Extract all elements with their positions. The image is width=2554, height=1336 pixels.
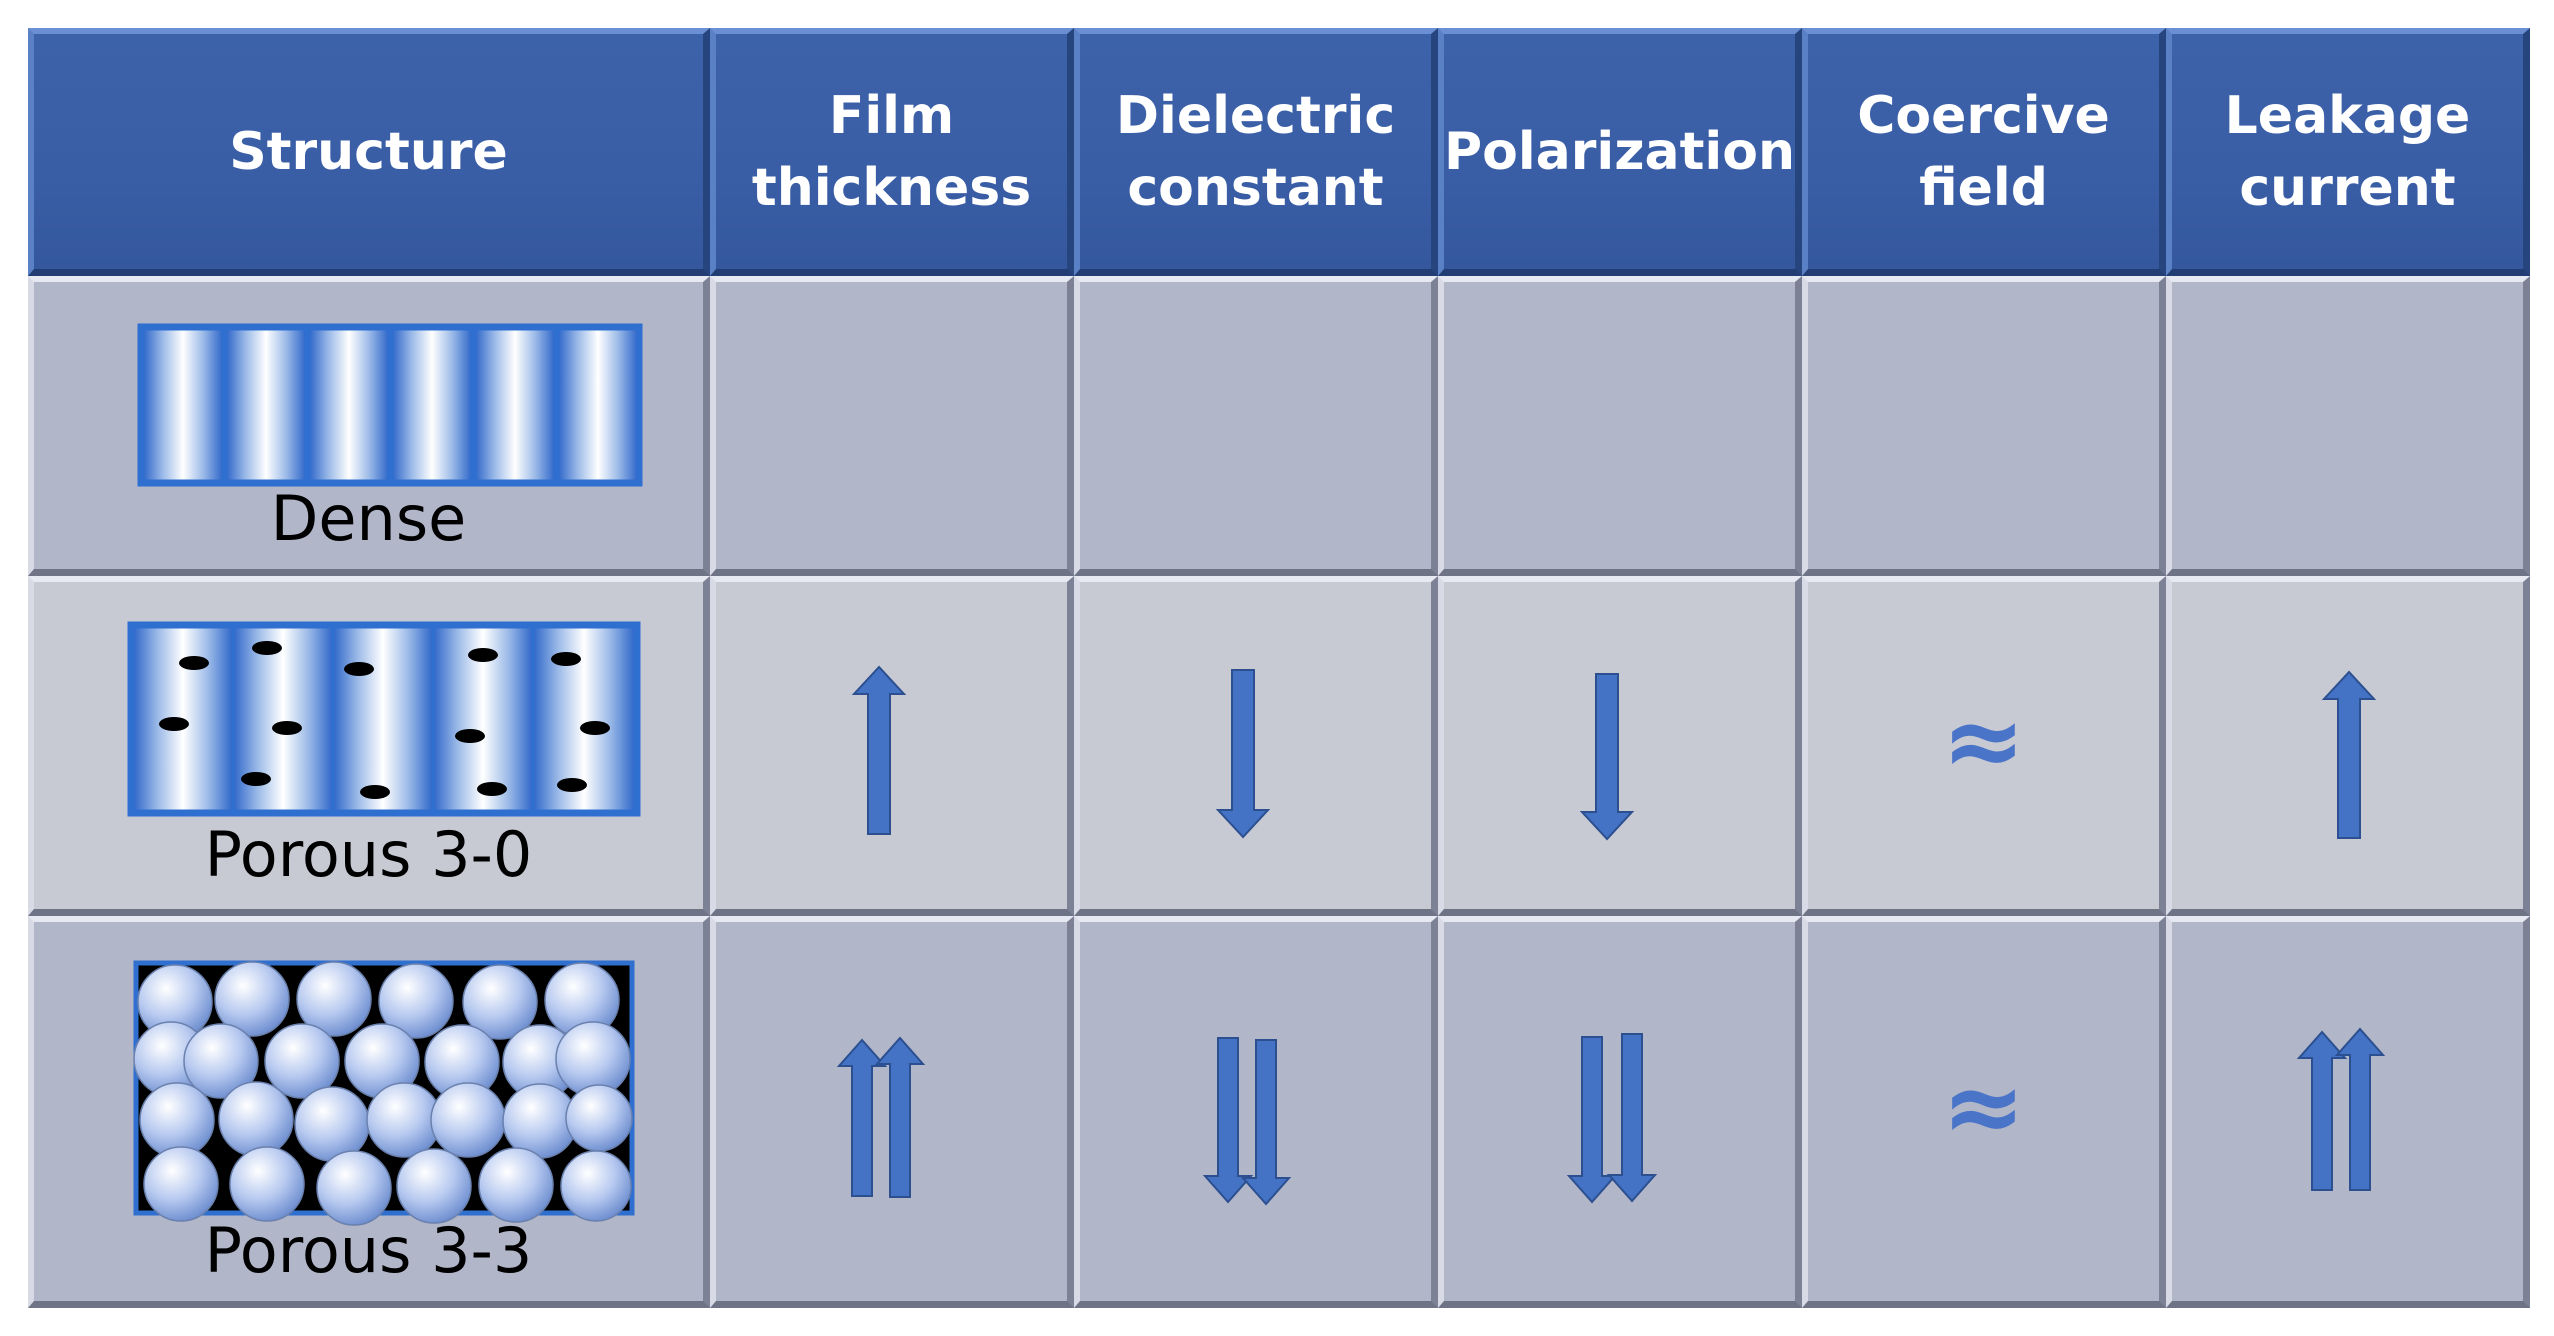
- arrow-down-icon: [1606, 1033, 1658, 1203]
- arrow-down-icon: [1240, 1039, 1292, 1206]
- dense-structure-illustration: [137, 323, 643, 487]
- value-cell-dielectric-constant: [1074, 576, 1438, 916]
- arrow-up-icon: [2321, 670, 2377, 839]
- arrow-down-icon: [1215, 669, 1271, 839]
- value-cell-film-thickness: [710, 576, 1074, 916]
- value-cell-leakage-current: [2166, 576, 2530, 916]
- value-cell: [2166, 276, 2530, 576]
- value-cell-polarization: [1438, 916, 1802, 1308]
- arrow-up-icon: [2296, 1030, 2348, 1191]
- value-cell: [710, 276, 1074, 576]
- value-cell-polarization: [1438, 576, 1802, 916]
- approx-equal-sign: ≈: [1941, 682, 2026, 799]
- arrow-down-icon: [1566, 1036, 1618, 1204]
- value-cell-film-thickness: [710, 916, 1074, 1308]
- header-film-thickness: Film thickness: [710, 28, 1074, 276]
- value-cell-coercive-field: ≈: [1802, 576, 2166, 916]
- arrow-down-icon: [1579, 673, 1635, 841]
- structure-cell-porous-3-3: Porous 3-3: [28, 916, 710, 1308]
- arrow-up-icon: [874, 1036, 926, 1198]
- porous-3-3-structure-illustration: [133, 960, 635, 1226]
- structure-label: Porous 3-3: [204, 1214, 533, 1287]
- approx-equal-sign: ≈: [1941, 1048, 2026, 1165]
- value-cell: [1438, 276, 1802, 576]
- header-coercive-field: Coercive field: [1802, 28, 2166, 276]
- structure-label: Dense: [270, 482, 467, 555]
- value-cell-coercive-field: ≈: [1802, 916, 2166, 1308]
- arrow-up-icon: [851, 665, 907, 835]
- value-cell: [1074, 276, 1438, 576]
- structure-label: Porous 3-0: [204, 818, 533, 891]
- header-polarization: Polarization: [1438, 28, 1802, 276]
- value-cell: [1802, 276, 2166, 576]
- arrow-down-icon: [1202, 1037, 1254, 1204]
- header-structure: Structure: [28, 28, 710, 276]
- arrow-up-icon: [836, 1038, 888, 1197]
- porous-3-0-structure-illustration: [127, 621, 641, 817]
- structure-cell-dense: Dense: [28, 276, 710, 576]
- value-cell-dielectric-constant: [1074, 916, 1438, 1308]
- value-cell-leakage-current: [2166, 916, 2530, 1308]
- header-leakage-current: Leakage current: [2166, 28, 2530, 276]
- arrow-up-icon: [2334, 1027, 2386, 1191]
- structure-cell-porous-3-0: Porous 3-0: [28, 576, 710, 916]
- header-dielectric-constant: Dielectric constant: [1074, 28, 1438, 276]
